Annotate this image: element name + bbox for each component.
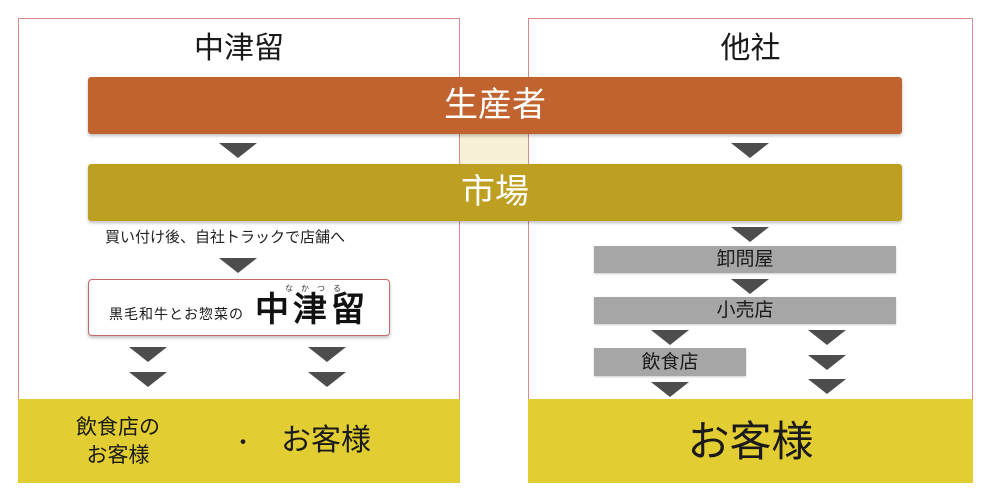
other-company-panel-title: 他社 bbox=[720, 31, 781, 66]
arrow-down-icon bbox=[308, 347, 346, 362]
nakatsuru-logo-box: 黒毛和牛とお惣菜の なかつる 中津留 bbox=[88, 279, 390, 336]
restaurant-customer-label: 飲食店の お客様 bbox=[18, 413, 218, 469]
other-company-customer-label: お客様 bbox=[687, 417, 814, 466]
market-bar: 市場 bbox=[88, 164, 902, 221]
arrow-down-icon bbox=[731, 227, 769, 242]
nakatsuru-customer-band: 飲食店の お客様 ・ お客様 bbox=[18, 399, 460, 483]
arrow-down-icon bbox=[651, 330, 689, 345]
arrow-down-icon bbox=[808, 355, 846, 370]
arrow-down-icon bbox=[651, 382, 689, 397]
other-company-customer-band: お客様 bbox=[528, 399, 973, 483]
arrow-down-icon bbox=[129, 372, 167, 387]
arrow-down-icon bbox=[219, 143, 257, 158]
producer-bar: 生産者 bbox=[88, 77, 902, 134]
arrow-down-icon bbox=[219, 258, 257, 273]
logo-ruby: なかつる bbox=[285, 284, 349, 293]
logo-name: 中津留 bbox=[255, 290, 369, 330]
restaurant-customer-line-2: お客様 bbox=[86, 443, 150, 467]
nakatsuru-customer-label: お客様 bbox=[281, 423, 371, 458]
restaurant-box: 飲食店 bbox=[594, 348, 746, 376]
logo-subtitle: 黒毛和牛とお惣菜の bbox=[109, 307, 244, 323]
separator-dot: ・ bbox=[232, 431, 255, 456]
arrow-down-icon bbox=[808, 330, 846, 345]
arrow-down-icon bbox=[808, 379, 846, 394]
arrow-down-icon bbox=[129, 347, 167, 362]
delivery-note: 買い付け後、自社トラックで店舗へ bbox=[105, 228, 346, 246]
arrow-down-icon bbox=[731, 143, 769, 158]
panel-gap-highlight bbox=[460, 133, 528, 164]
restaurant-customer-line-1: 飲食店の bbox=[76, 415, 160, 439]
arrow-down-icon bbox=[308, 372, 346, 387]
nakatsuru-panel-title: 中津留 bbox=[194, 31, 284, 66]
arrow-down-icon bbox=[731, 279, 769, 294]
wholesaler-box: 卸問屋 bbox=[594, 246, 896, 273]
retailer-box: 小売店 bbox=[594, 297, 896, 324]
